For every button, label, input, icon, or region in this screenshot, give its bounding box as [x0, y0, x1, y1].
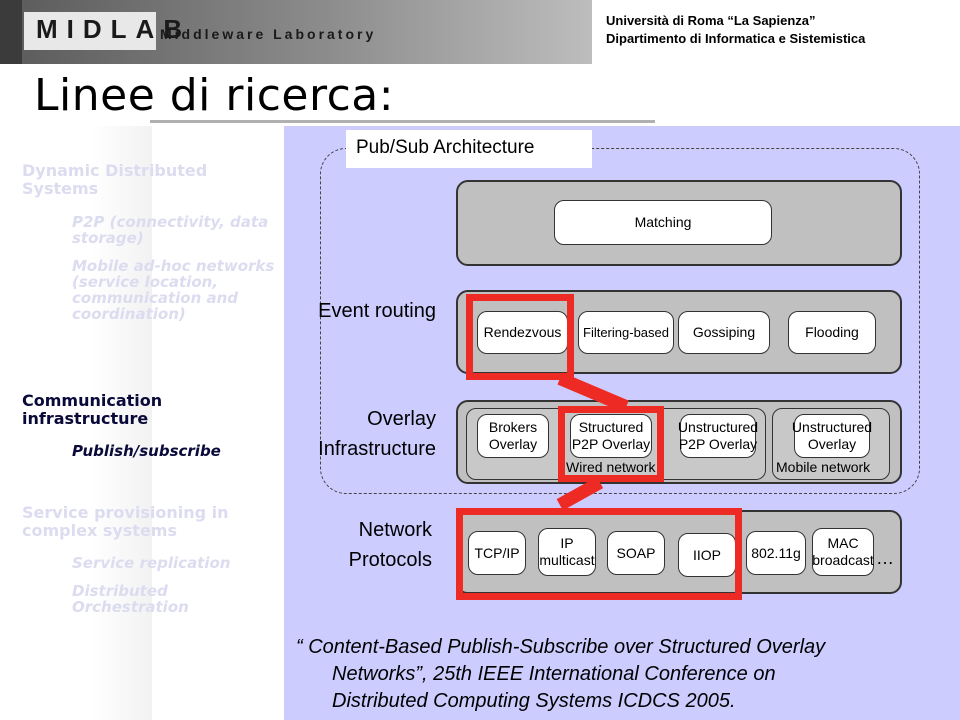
brokers-overlay-box: Brokers Overlay [477, 414, 549, 458]
event-routing-label: Event routing [318, 300, 436, 322]
sidebar-item-replication: Service replication [72, 554, 231, 572]
iiop-box: IIOP [678, 533, 736, 577]
sidebar-item-pubsub: Publish/subscribe [72, 442, 221, 460]
soap-box: SOAP [607, 531, 665, 575]
department-name: Dipartimento di Informatica e Sistemisti… [606, 31, 866, 46]
sidebar-section-dynamic-systems: Dynamic Distributed Systems [22, 161, 208, 198]
filtering-based-box: Filtering-based [578, 311, 674, 354]
sidebar-item-manet: Mobile ad-hoc networks (service location… [72, 257, 275, 323]
citation-line2: Networks”, 25th IEEE International Confe… [332, 663, 776, 685]
tcp-ip-box: TCP/IP [468, 531, 526, 575]
header-banner: MIDLAB Middleware Laboratory [0, 0, 592, 64]
university-info: Università di Roma “La Sapienza” Diparti… [606, 12, 865, 48]
sidebar-item-p2p: P2P (connectivity, data storage) [72, 213, 269, 247]
rendezvous-highlight [466, 294, 574, 380]
network-label-line1: Network [358, 519, 432, 541]
network-protocols-label: Network Protocols [280, 515, 432, 575]
sidebar-strip [0, 126, 152, 720]
network-label-line2: Protocols [348, 549, 432, 571]
unstructured-p2p-box: Unstructured P2P Overlay [678, 414, 758, 458]
architecture-label: Pub/Sub Architecture [346, 130, 592, 168]
rendezvous-box: Rendezvous [477, 311, 568, 354]
802-11g-box: 802.11g [746, 531, 806, 575]
structured-p2p-highlight [558, 406, 664, 482]
mobile-network-label: Mobile network [776, 459, 871, 475]
logo-subtitle: Middleware Laboratory [160, 26, 377, 42]
gossiping-box: Gossiping [678, 311, 770, 354]
structured-p2p-box: Structured P2P Overlay [570, 414, 652, 458]
flooding-box: Flooding [788, 311, 876, 354]
midlab-logo: MIDLAB [36, 14, 192, 44]
architecture-boundary [320, 148, 920, 494]
title-underline [150, 120, 655, 123]
unstructured-overlay-box: Unstructured Overlay [792, 414, 872, 458]
sidebar-section-service-provisioning: Service provisioning in complex systems [22, 503, 229, 540]
mac-broadcast-box: MAC broadcast [812, 528, 874, 576]
logo-box [24, 12, 156, 50]
overlay-label-line2: Infrastructure [318, 438, 436, 460]
banner-cap [0, 0, 22, 64]
protocols-highlight [456, 508, 742, 600]
ip-multicast-box: IP multicast [538, 528, 596, 576]
more-protocols-ellipsis: … [876, 548, 894, 568]
citation-line1: “ Content-Based Publish-Subscribe over S… [296, 636, 826, 658]
wired-network-label: Wired network [566, 459, 656, 475]
citation-line3: Distributed Computing Systems ICDCS 2005… [332, 690, 736, 712]
slide-title: Linee di ricerca: [34, 70, 395, 121]
overlay-label-line1: Overlay [367, 408, 436, 430]
matching-box: Matching [554, 200, 772, 245]
sidebar-item-orchestration: Distributed Orchestration [72, 582, 189, 616]
overlay-label: Overlay Infrastructure [280, 404, 436, 464]
sidebar-section-communication: Communication infrastructure [22, 391, 163, 428]
citation: “ Content-Based Publish-Subscribe over S… [296, 634, 946, 715]
university-name: Università di Roma “La Sapienza” [606, 13, 816, 28]
